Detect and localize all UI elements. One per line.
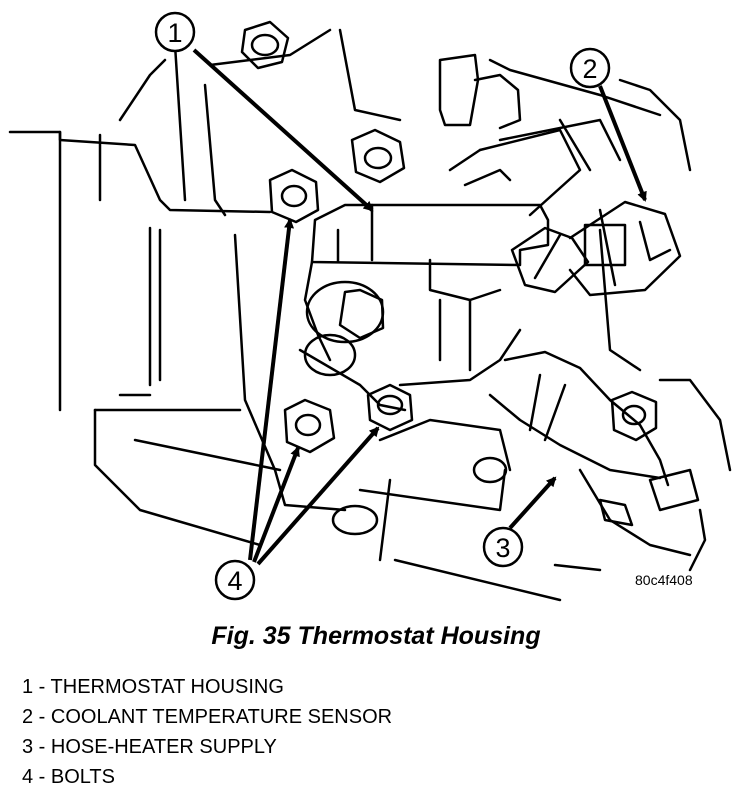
leader-arrow-4c <box>256 426 380 566</box>
callout-4-number: 4 <box>227 566 242 596</box>
bolt-left-lower <box>283 398 336 454</box>
callout-2-number: 2 <box>582 54 597 84</box>
legend-list: 1 - THERMOSTAT HOUSING 2 - COOLANT TEMPE… <box>22 672 392 792</box>
thermostat-housing <box>298 203 550 412</box>
leader-arrow-4b <box>252 446 300 563</box>
leader-arrow-2 <box>598 85 647 202</box>
thermostat-housing-illustration: 1 2 3 4 80c4f408 <box>8 11 732 602</box>
leader-arrow-4a <box>248 218 295 561</box>
callout-4: 4 <box>214 559 256 601</box>
callout-3: 3 <box>482 526 524 568</box>
leader-arrow-1 <box>192 48 374 212</box>
legend-item-bolts: 4 - BOLTS <box>22 766 115 788</box>
bolt-top-center <box>350 128 406 184</box>
bolt-left-upper <box>268 168 320 224</box>
mounting-hole <box>331 456 508 536</box>
callout-1: 1 <box>154 11 196 53</box>
wiring-connector <box>438 53 582 217</box>
leader-arrow-3 <box>508 476 557 530</box>
legend-item-hose-heater-supply: 3 - HOSE-HEATER SUPPLY <box>22 736 277 758</box>
callout-1-number: 1 <box>167 18 182 48</box>
bolt-center-lower <box>366 383 414 432</box>
bolt-right <box>610 390 658 442</box>
legend-item-coolant-temperature-sensor: 2 - COOLANT TEMPERATURE SENSOR <box>22 706 393 728</box>
figure-title: Fig. 35 Thermostat Housing <box>211 622 541 650</box>
callout-3-number: 3 <box>495 533 510 563</box>
coolant-temperature-sensor <box>510 200 682 297</box>
callout-2: 2 <box>569 47 611 89</box>
figure-code: 80c4f408 <box>635 572 693 588</box>
heater-supply-hose <box>488 350 700 557</box>
engine-block-outline <box>8 28 732 602</box>
legend-item-thermostat-housing: 1 - THERMOSTAT HOUSING <box>22 676 284 698</box>
bolt-top-left-upper <box>240 20 290 70</box>
